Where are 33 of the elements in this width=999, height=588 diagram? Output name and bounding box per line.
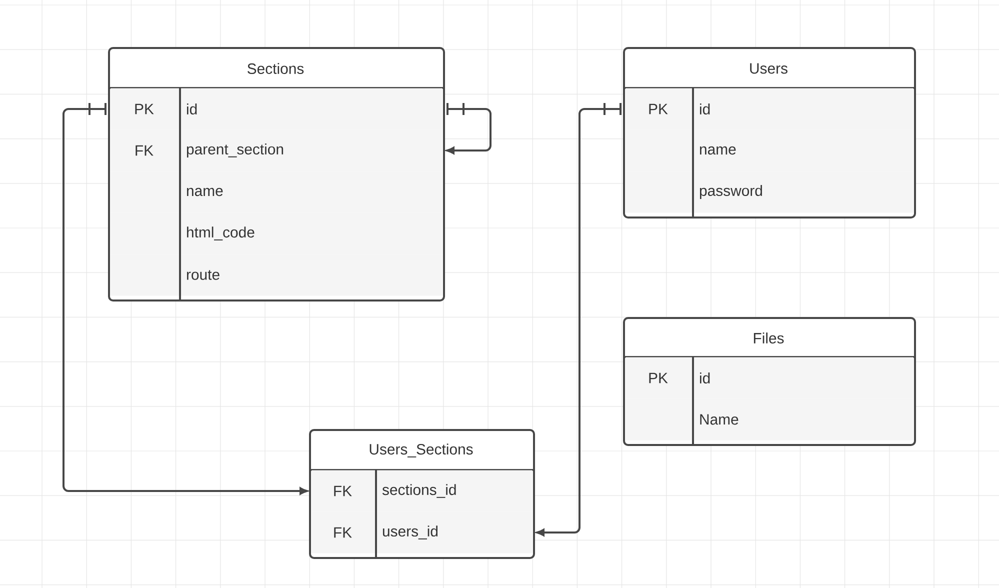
table-row [312,470,532,512]
table-row [626,398,914,440]
connector [62,103,308,495]
table-row [110,88,442,130]
table-row [626,357,914,399]
table-row [626,88,914,130]
key-label: PK [649,372,668,384]
table-row [626,130,914,172]
field-name: id [700,372,710,384]
table-row [626,171,914,213]
table-row [110,254,442,296]
field-name: Name [700,414,738,425]
field-name: sections_id [382,484,456,498]
field-name: html_code [187,226,254,240]
table-row [110,171,442,213]
field-name: password [700,185,762,199]
key-label: FK [334,527,352,538]
connector [536,103,622,536]
table-row [110,130,442,172]
field-name: name [700,146,736,155]
field-name: id [700,104,710,114]
field-name: name [187,188,223,196]
key-label: PK [649,104,668,114]
key-label: FK [334,486,352,496]
field-name: parent_section [186,144,284,158]
field-name: id [187,104,197,114]
key-label: PK [135,104,154,114]
table-row [110,212,442,254]
field-name: route [187,270,220,280]
key-label: FK [136,145,154,156]
connector [446,103,492,154]
field-name: users_id [382,526,438,540]
table-row [312,512,532,554]
